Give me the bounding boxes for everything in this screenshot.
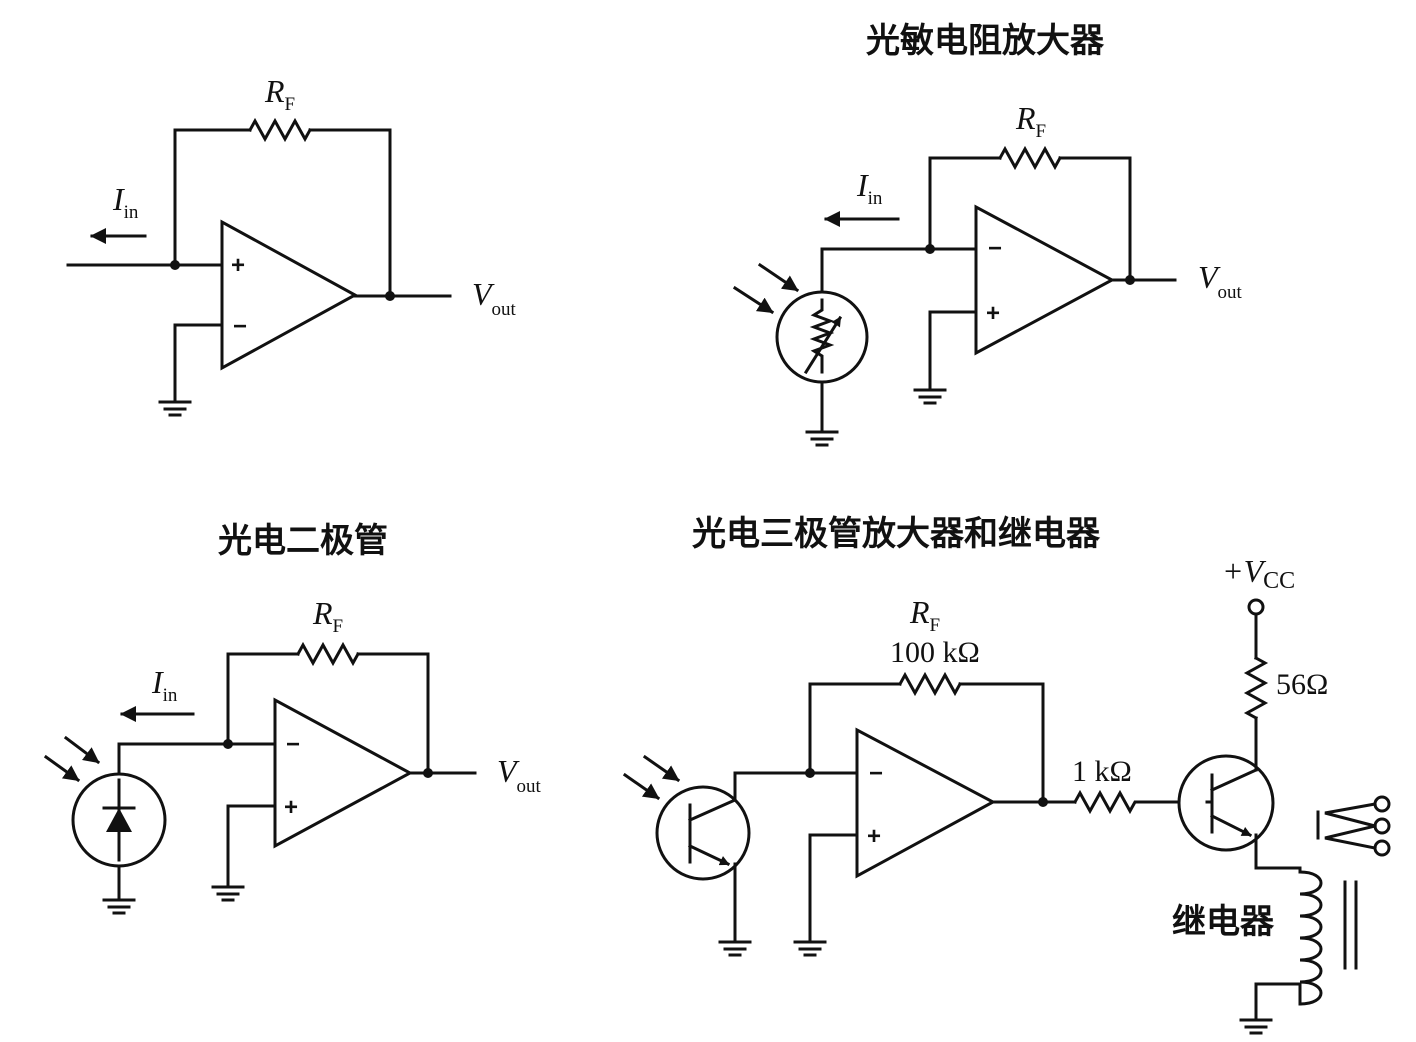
ground-symbol [913, 388, 947, 405]
circuit-basic-transimpedance: + − RF Iin Vout [66, 73, 517, 417]
minus-sign: − [869, 760, 883, 787]
rf-value-label: 100 kΩ [890, 636, 980, 669]
title-photodiode: 光电二极管 [218, 521, 388, 561]
phototransistor [655, 785, 751, 942]
plus-sign: + [867, 823, 881, 850]
ground-symbol [102, 898, 136, 915]
ground-symbol [1239, 1018, 1273, 1035]
iin-label: Iin [112, 181, 139, 223]
op-amp [220, 219, 359, 371]
circuit-photodiode: 光电二极管 − + [43, 521, 542, 915]
relay-label: 继电器 [1172, 902, 1275, 942]
base-resistor-label: 1 kΩ [1072, 755, 1132, 788]
circuit-photoresistor-amplifier: 光敏电阻放大器 − + [732, 21, 1243, 447]
op-amp [855, 727, 997, 879]
light-arrows-icon [43, 735, 101, 783]
vout-label: Vout [497, 753, 542, 797]
rf-label: RF [264, 73, 295, 115]
op-amp [974, 204, 1116, 356]
rf-label: RF [312, 595, 343, 637]
base-resistor [1072, 789, 1209, 815]
ground-symbol [158, 400, 192, 417]
collector-resistor [1243, 655, 1269, 721]
vout-label: Vout [1198, 259, 1243, 303]
relay-coil [1298, 870, 1358, 1006]
ground-symbol [718, 940, 752, 957]
light-arrows-icon [732, 262, 800, 315]
rf-label: RF [1015, 100, 1046, 142]
ground-symbol [793, 940, 827, 957]
ground-symbol [805, 430, 839, 447]
circuit-phototransistor-relay: 光电三极管放大器和继电器 − + [622, 514, 1391, 1035]
op-amp [273, 697, 414, 849]
iin-label: Iin [151, 664, 178, 706]
feedback-resistor [295, 641, 361, 667]
plus-sign: + [231, 252, 245, 279]
iin-label: Iin [856, 167, 883, 209]
light-arrows-icon [622, 754, 681, 801]
feedback-resistor [897, 671, 963, 697]
rf-label: RF [909, 594, 940, 636]
ground-symbol [211, 885, 245, 902]
feedback-resistor [247, 117, 313, 143]
minus-sign: − [233, 313, 247, 340]
relay-contacts [1316, 795, 1391, 857]
npn-transistor [1177, 754, 1275, 852]
title-phototransistor: 光电三极管放大器和继电器 [692, 514, 1101, 554]
feedback-resistor [997, 145, 1063, 171]
title-photoresistor: 光敏电阻放大器 [866, 21, 1105, 61]
minus-sign: − [988, 235, 1002, 262]
vout-label: Vout [472, 276, 517, 320]
vcc-terminal [1247, 598, 1265, 616]
collector-resistor-label: 56Ω [1276, 668, 1328, 701]
vcc-label: +VCC [1222, 553, 1295, 594]
plus-sign: + [284, 794, 298, 821]
minus-sign: − [286, 731, 300, 758]
photodiode [71, 772, 167, 868]
plus-sign: + [986, 300, 1000, 327]
photoresistor [775, 290, 869, 384]
